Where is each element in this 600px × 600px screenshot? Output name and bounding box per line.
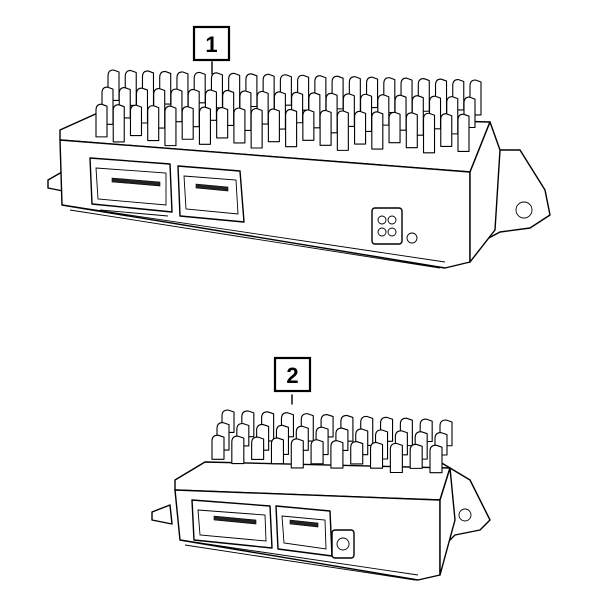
heatsink-fin <box>371 111 384 150</box>
connector-1a <box>89 157 173 217</box>
heatsink-fin <box>354 110 367 145</box>
heatsink-fin <box>302 109 315 141</box>
heatsink-fin <box>164 105 177 147</box>
connector-1b <box>177 165 245 223</box>
heatsink-fin <box>216 106 229 139</box>
callout-2: 2 <box>273 356 312 393</box>
heatsink-fin <box>270 437 285 465</box>
heatsink-fin <box>267 108 280 143</box>
heatsink-fin <box>457 113 470 152</box>
module-2-drawing <box>151 394 491 581</box>
heatsink-fin <box>129 104 143 137</box>
heatsink-fin <box>95 103 108 138</box>
heatsink-fin <box>310 439 324 465</box>
connector-1c <box>371 207 418 245</box>
heatsink-fin <box>440 113 453 147</box>
callout-1: 1 <box>192 25 231 62</box>
heatsink-fin <box>231 435 245 465</box>
heatsink-fin <box>290 438 304 469</box>
heatsink-fins-2 <box>211 409 453 474</box>
connector-2a <box>191 499 273 549</box>
heatsink-fin <box>181 106 194 140</box>
callout-1-label: 1 <box>205 32 217 57</box>
module-1-drawing <box>47 61 551 269</box>
heatsink-fin <box>350 441 364 465</box>
heatsink-fin <box>251 436 265 460</box>
connector-2b <box>275 505 333 557</box>
heatsink-fin <box>147 105 160 142</box>
heatsink-fin <box>319 109 332 146</box>
heatsink-fin <box>388 111 401 144</box>
heatsink-fin <box>409 443 423 469</box>
heatsink-fin <box>369 441 384 469</box>
heatsink-fins-1 <box>95 69 482 154</box>
heatsink-fin <box>389 442 403 474</box>
heatsink-fin <box>422 112 436 154</box>
heatsink-fin <box>330 440 344 469</box>
heatsink-fin <box>211 434 225 460</box>
callout-2-label: 2 <box>286 363 298 388</box>
heatsink-fin <box>336 110 349 151</box>
heatsink-fin <box>198 106 211 145</box>
heatsink-fin <box>233 107 246 144</box>
heatsink-fin <box>250 107 263 149</box>
connector-2c <box>331 529 355 559</box>
heatsink-fin <box>429 444 443 474</box>
heatsink-fin <box>285 108 298 148</box>
heatsink-fin <box>405 112 418 149</box>
heatsink-fin <box>112 104 125 143</box>
